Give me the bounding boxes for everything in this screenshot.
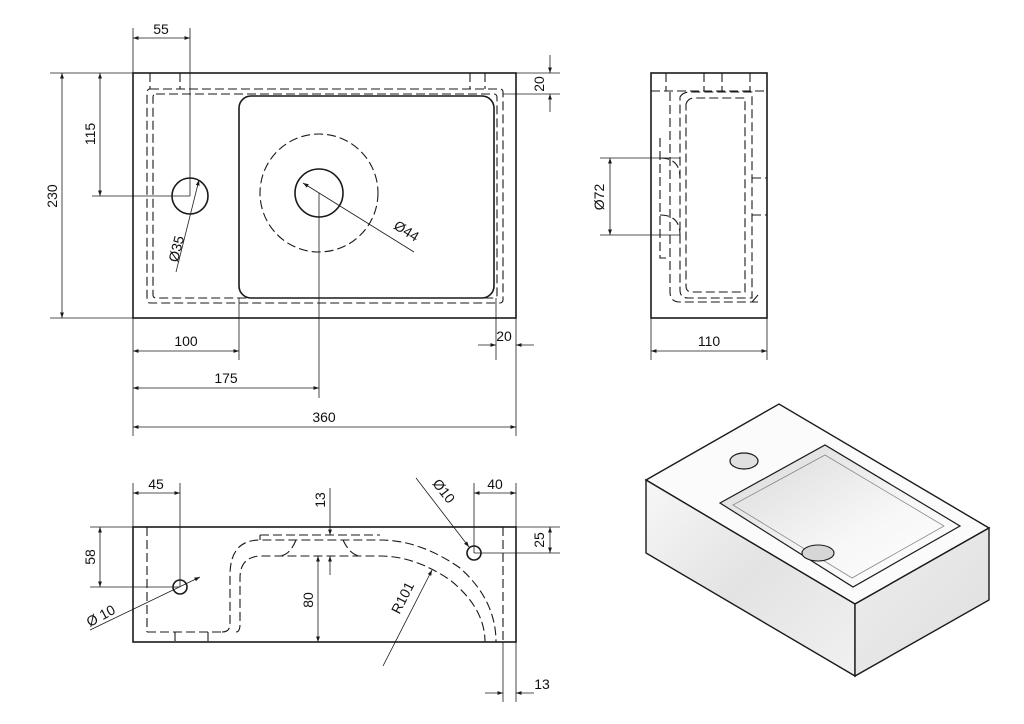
- leader-line: [175, 179, 200, 273]
- dim-right-wall: 13: [534, 676, 550, 692]
- top-view-outline: [132, 72, 517, 319]
- dim-drain-offset: 175: [214, 370, 238, 386]
- dim-tap-offset-y: 115: [82, 123, 98, 146]
- basin-opening: [238, 95, 495, 299]
- iso-tap-hole-icon: [729, 452, 759, 470]
- dim-right-hole-height: 25: [531, 532, 547, 548]
- hidden-line: [279, 539, 297, 557]
- leader-line: [89, 576, 201, 631]
- dim-depth: 110: [698, 333, 721, 349]
- dim-basin-depth: 80: [300, 592, 316, 608]
- hidden-line: [235, 555, 486, 643]
- dim-tap-offset-x: 55: [153, 21, 169, 37]
- front-view: 45 58 Ø 10 13 80 R101 Ø10 40 25: [82, 476, 560, 702]
- iso-drain-icon: [801, 544, 835, 562]
- top-view-hidden-edge: [146, 88, 504, 304]
- hidden-line: [679, 91, 753, 299]
- top-view-hidden-edge-2: [152, 93, 498, 299]
- leader-line: [302, 182, 415, 253]
- leader-line: [382, 569, 433, 667]
- dim-left-hole-height: 58: [82, 549, 98, 565]
- label-tap-diameter: Ø35: [165, 234, 187, 264]
- front-view-outline: [132, 526, 517, 643]
- hidden-line: [685, 97, 746, 293]
- dim-bottom-thickness: 13: [312, 492, 328, 508]
- hidden-line: [342, 539, 361, 557]
- hidden-line: [221, 539, 497, 643]
- hidden-line: [659, 138, 668, 259]
- side-view: Ø72 110: [591, 72, 768, 360]
- dim-overall-width: 360: [312, 409, 336, 425]
- dim-rim-top: 20: [531, 76, 547, 92]
- leader-line: [415, 477, 470, 548]
- basin-isometric-illustration: [644, 403, 991, 678]
- dim-right-hole-offset: 40: [487, 476, 503, 492]
- dim-overall-height: 230: [44, 184, 60, 208]
- hidden-line: [751, 294, 759, 303]
- side-view-outline: [650, 72, 768, 319]
- dim-basin-start: 100: [174, 333, 198, 349]
- top-view: 55 230 115 20 100 20 175 360 Ø35 Ø44: [44, 21, 560, 436]
- dim-left-hole-offset: 45: [148, 476, 164, 492]
- label-radius: R101: [388, 579, 418, 616]
- label-overflow-diameter: Ø72: [591, 184, 607, 211]
- hidden-line: [659, 214, 681, 236]
- hidden-line: [669, 92, 758, 303]
- iso-right-face: [854, 526, 990, 678]
- label-left-hole-diameter: Ø 10: [83, 601, 117, 629]
- dim-rim-right: 20: [496, 328, 512, 344]
